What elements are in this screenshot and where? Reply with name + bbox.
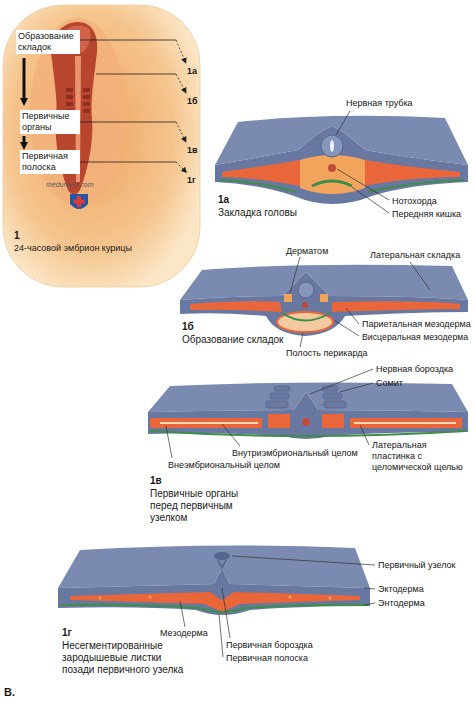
- section-number: 1г: [187, 175, 196, 186]
- part-label: Нотохорда: [392, 196, 437, 207]
- part-label: Внутриэмбриональный целом: [232, 448, 358, 459]
- part-label: Латеральная складка: [370, 250, 460, 261]
- part-label: Париетальная мезодерма: [362, 319, 471, 330]
- panel-letter: В.: [4, 686, 15, 699]
- figure-caption: 24-часовой эмбрион курицы: [14, 243, 132, 254]
- figure-number: 1а: [218, 194, 229, 206]
- part-label: Передняя кишка: [392, 209, 461, 220]
- watermark: meduniver.com: [46, 181, 94, 189]
- part-label: Первичный узелок: [378, 560, 455, 571]
- section-number: 1а: [187, 66, 197, 77]
- part-label: Висцеральная мезодерма: [362, 332, 468, 343]
- part-label: Эктодерма: [378, 584, 424, 595]
- part-label: Мезодерма: [160, 628, 208, 639]
- section-number: 1в: [187, 145, 198, 156]
- stage-label: Первичные органы: [20, 110, 80, 134]
- figure-number: 1: [14, 230, 20, 242]
- figure-caption: Несегментированные зародышевые листки по…: [62, 640, 190, 676]
- part-label: Первичная бороздка: [226, 640, 313, 651]
- figure-number: 1в: [150, 475, 162, 487]
- whole-embryo: [3, 5, 200, 287]
- part-label: Полость перикарда: [286, 348, 368, 359]
- part-label: Внеэмбриональный целом: [168, 460, 280, 471]
- section-head: [215, 111, 468, 213]
- part-label: Энтодерма: [378, 598, 425, 609]
- figure-number: 1г: [62, 627, 72, 639]
- figure-caption: Образование складок: [182, 334, 283, 346]
- section-folds: [180, 257, 468, 347]
- part-label: Сомит: [376, 378, 403, 389]
- figure-caption: Первичные органы перед первичным узелком: [150, 488, 254, 524]
- stage-label: Первичная полоска: [20, 150, 80, 174]
- part-label: Дерматом: [286, 246, 328, 257]
- figure-number: 1б: [182, 321, 194, 333]
- figure-caption: Закладка головы: [218, 207, 297, 219]
- section-number: 1б: [187, 96, 198, 107]
- part-label: Первичная полоска: [226, 653, 308, 664]
- stage-label: Образование складок: [16, 30, 80, 54]
- part-label: Нервная бороздка: [376, 364, 453, 375]
- part-label: Нервная трубка: [346, 98, 413, 109]
- part-label: Латеральная пластинка с целомической щел…: [372, 440, 470, 472]
